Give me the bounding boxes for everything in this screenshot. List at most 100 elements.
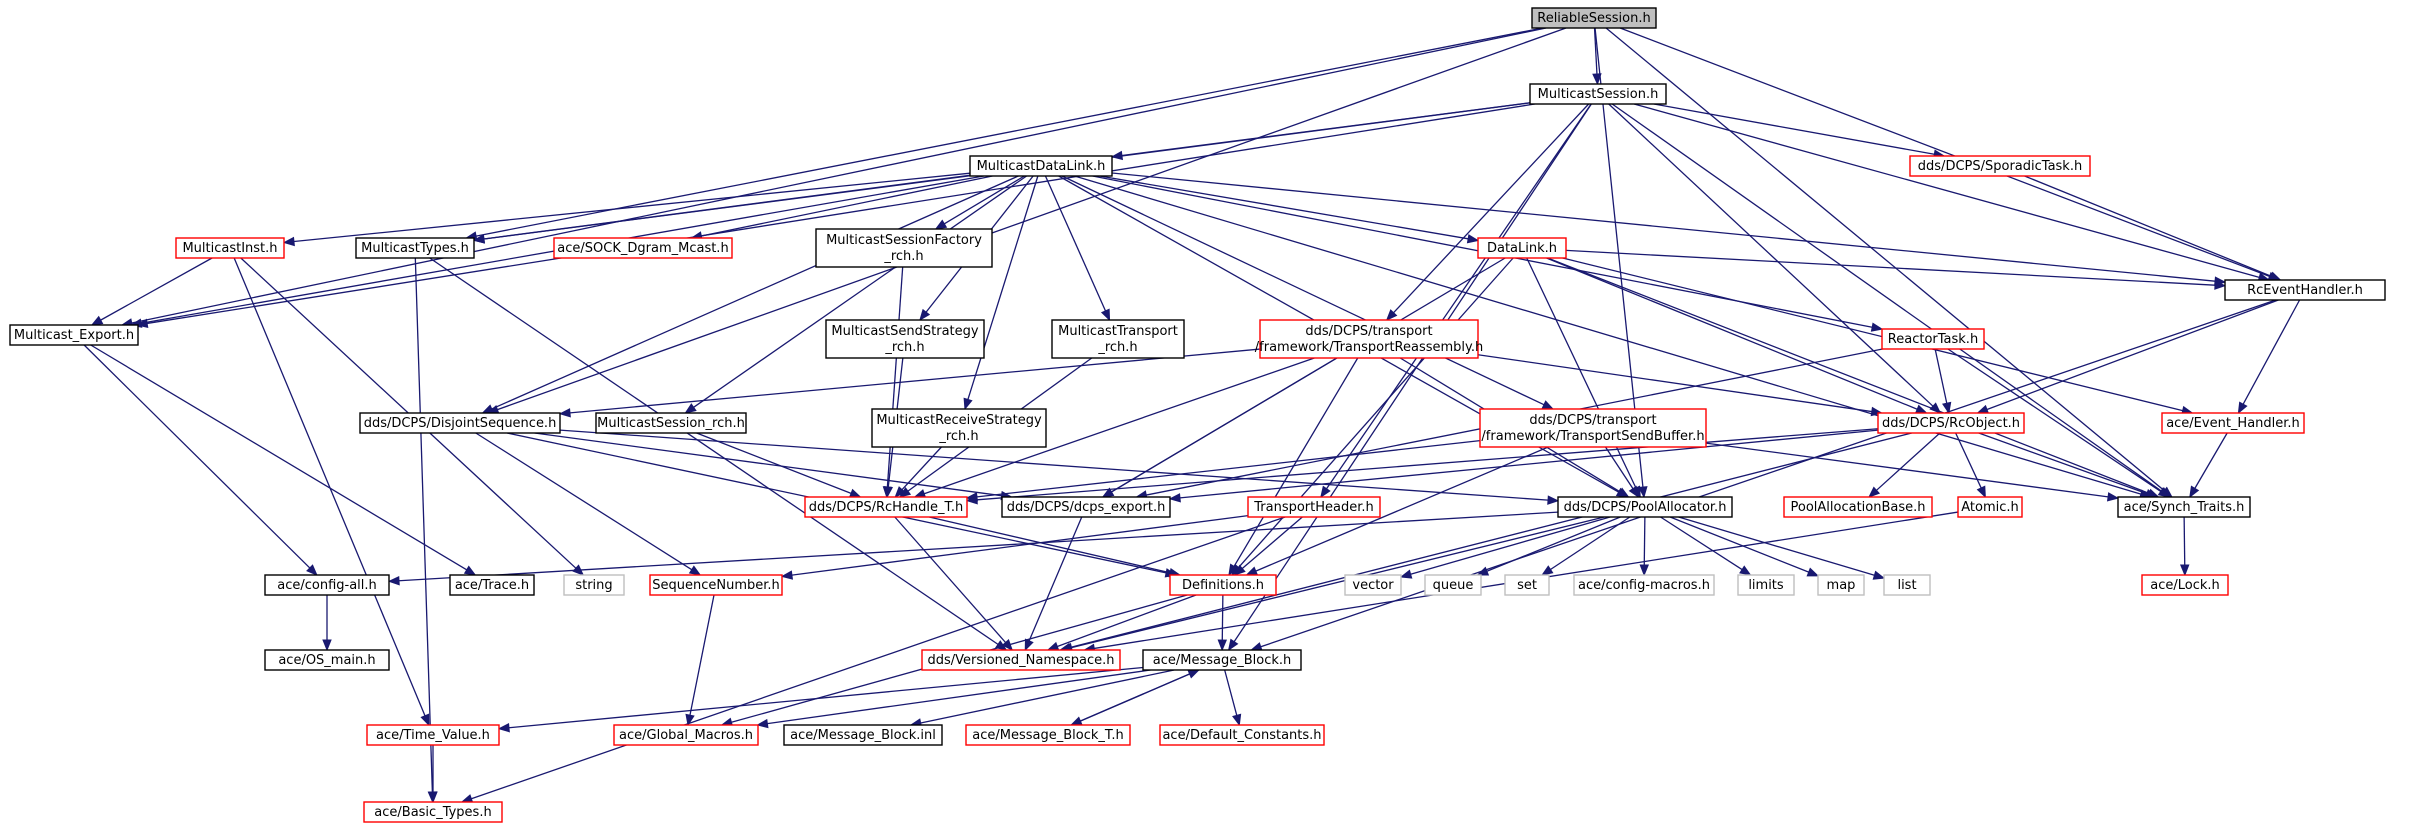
node-config-all[interactable]: ace/config-all.h xyxy=(264,574,390,596)
node-rc-handle-t[interactable]: dds/DCPS/RcHandle_T.h xyxy=(804,496,968,518)
node-transport-reassembly[interactable]: dds/DCPS/transport/framework/TransportRe… xyxy=(1255,319,1483,359)
node-label: ace/Trace.h xyxy=(455,578,529,593)
node-ace-lock[interactable]: ace/Lock.h xyxy=(2141,574,2229,596)
node-transport-header[interactable]: TransportHeader.h xyxy=(1247,496,1381,518)
arrowhead-icon xyxy=(1617,487,1630,498)
node-os-main[interactable]: ace/OS_main.h xyxy=(264,649,390,671)
node-basic-types[interactable]: ace/Basic_Types.h xyxy=(363,801,503,823)
node-label: list xyxy=(1897,578,1916,593)
node-multicast-session[interactable]: MulticastSession.h xyxy=(1529,83,1667,105)
node-disjoint-sequence[interactable]: dds/DCPS/DisjointSequence.h xyxy=(359,412,561,434)
edge-line xyxy=(943,175,1025,225)
edge-line xyxy=(1393,103,1590,314)
node-versioned-namespace[interactable]: dds/Versioned_Namespace.h xyxy=(921,649,1121,671)
edge-multicast_datalink-to-multicast_types xyxy=(472,174,971,244)
edge-line xyxy=(696,432,852,494)
arrowhead-icon xyxy=(1466,234,1480,244)
arrowhead-icon xyxy=(322,639,332,652)
node-definitions[interactable]: Definitions.h xyxy=(1169,574,1277,596)
arrowhead-icon xyxy=(463,565,477,576)
node-multicast-export[interactable]: Multicast_Export.h xyxy=(9,324,139,346)
node-box xyxy=(1883,574,1931,596)
edge-reactor_task-to-rc_object xyxy=(1934,348,1952,415)
node-rc-event-handler[interactable]: RcEventHandler.h xyxy=(2224,279,2386,301)
node-session-rch[interactable]: MulticastSession_rch.h xyxy=(595,412,747,434)
node-event-handler[interactable]: ace/Event_Handler.h xyxy=(2161,412,2305,434)
arrowhead-icon xyxy=(1217,639,1228,652)
edge-line xyxy=(1608,103,1934,407)
node-box xyxy=(1877,412,2025,434)
node-message-block-t[interactable]: ace/Message_Block_T.h xyxy=(965,724,1131,746)
edge-event_handler-to-synch_traits xyxy=(2189,432,2228,499)
node-time-value[interactable]: ace/Time_Value.h xyxy=(366,724,500,746)
edge-line xyxy=(1604,446,1634,490)
edge-multicast_datalink-to-multicast_inst xyxy=(282,172,971,247)
arrowhead-icon xyxy=(1541,400,1555,410)
edge-message_block-to-global_macros xyxy=(756,669,1151,729)
edge-line xyxy=(147,103,1535,325)
node-box xyxy=(871,408,1047,448)
node-pool-allocation-base[interactable]: PoolAllocationBase.h xyxy=(1783,496,1933,518)
node-synch-traits[interactable]: ace/Synch_Traits.h xyxy=(2117,496,2251,518)
edge-transport_reassembly-to-rc_object xyxy=(1477,354,1884,417)
node-box xyxy=(2141,574,2229,596)
edge-pool_allocator-to-set xyxy=(1541,516,1631,576)
node-receive-strategy-rch[interactable]: MulticastReceiveStrategy_rch.h xyxy=(871,408,1047,448)
node-dcps-export[interactable]: dds/DCPS/dcps_export.h xyxy=(1001,496,1171,518)
node-send-strategy-rch[interactable]: MulticastSendStrategy_rch.h xyxy=(825,319,985,359)
node-label: _rch.h xyxy=(883,249,923,264)
node-session-factory-rch[interactable]: MulticastSessionFactory_rch.h xyxy=(815,228,993,268)
node-box xyxy=(363,801,503,823)
node-reliable-session[interactable]: ReliableSession.h xyxy=(1531,7,1657,29)
node-pool-allocator[interactable]: dds/DCPS/PoolAllocator.h xyxy=(1557,496,1733,518)
edge-time_value-to-basic_types xyxy=(428,745,438,804)
edge-line xyxy=(233,257,426,717)
node-sock-dgram-mcast[interactable]: ace/SOCK_Dgram_Mcast.h xyxy=(553,237,733,259)
edge-synch_traits-to-ace_lock xyxy=(2179,516,2190,577)
node-label: Definitions.h xyxy=(1182,578,1264,593)
node-message-block[interactable]: ace/Message_Block.h xyxy=(1142,649,1302,671)
node-label: PoolAllocationBase.h xyxy=(1790,500,1925,515)
node-message-block-inl[interactable]: ace/Message_Block.inl xyxy=(783,724,943,746)
node-box xyxy=(1424,574,1482,596)
node-datalink[interactable]: DataLink.h xyxy=(1477,237,1567,259)
edge-reliable_session-to-multicast_session xyxy=(1592,27,1602,86)
arrowhead-icon xyxy=(1046,641,1060,651)
node-sporadic-task[interactable]: dds/DCPS/SporadicTask.h xyxy=(1909,155,2091,177)
node-label: MulticastTransport xyxy=(1058,324,1178,339)
node-atomic[interactable]: Atomic.h xyxy=(1957,496,2023,518)
node-sequence-number[interactable]: SequenceNumber.h xyxy=(649,574,783,596)
node-label: dds/DCPS/dcps_export.h xyxy=(1007,500,1166,515)
edge-line xyxy=(1526,257,1637,489)
node-default-constants[interactable]: ace/Default_Constants.h xyxy=(1159,724,1325,746)
edge-sporadic_task-to-rc_event_handler xyxy=(2024,175,2282,281)
node-list: list xyxy=(1883,574,1931,596)
node-multicast-types[interactable]: MulticastTypes.h xyxy=(355,237,475,259)
node-box xyxy=(783,724,943,746)
arrowhead-icon xyxy=(1976,485,1986,499)
arrowhead-icon xyxy=(2214,280,2227,290)
edge-line xyxy=(1547,257,2150,494)
node-label: limits xyxy=(1748,578,1784,593)
node-rc-object[interactable]: dds/DCPS/RcObject.h xyxy=(1877,412,2025,434)
arrowhead-icon xyxy=(1872,570,1886,580)
node-multicast-inst[interactable]: MulticastInst.h xyxy=(175,237,285,259)
arrowhead-icon xyxy=(472,234,486,244)
node-box xyxy=(2117,496,2251,518)
node-ace-trace[interactable]: ace/Trace.h xyxy=(449,574,535,596)
edge-multicast_datalink-to-datalink xyxy=(1099,175,1480,244)
arrowhead-icon xyxy=(919,308,931,322)
arrowhead-icon xyxy=(1868,486,1881,498)
node-transport-send-buffer[interactable]: dds/DCPS/transport/framework/TransportSe… xyxy=(1479,408,1707,448)
node-reactor-task[interactable]: ReactorTask.h xyxy=(1881,328,1985,350)
edge-line xyxy=(1179,429,1879,499)
node-transport-rch[interactable]: MulticastTransport_rch.h xyxy=(1051,319,1185,359)
arrowhead-icon xyxy=(2189,485,2200,499)
node-label: MulticastReceiveStrategy xyxy=(876,413,1042,428)
node-box xyxy=(1051,319,1185,359)
node-global-macros[interactable]: ace/Global_Macros.h xyxy=(613,724,759,746)
edge-rc_object-to-pool_allocation_base xyxy=(1868,432,1941,498)
node-multicast-datalink[interactable]: MulticastDataLink.h xyxy=(969,155,1113,177)
node-label: ace/Message_Block.h xyxy=(1153,653,1292,668)
